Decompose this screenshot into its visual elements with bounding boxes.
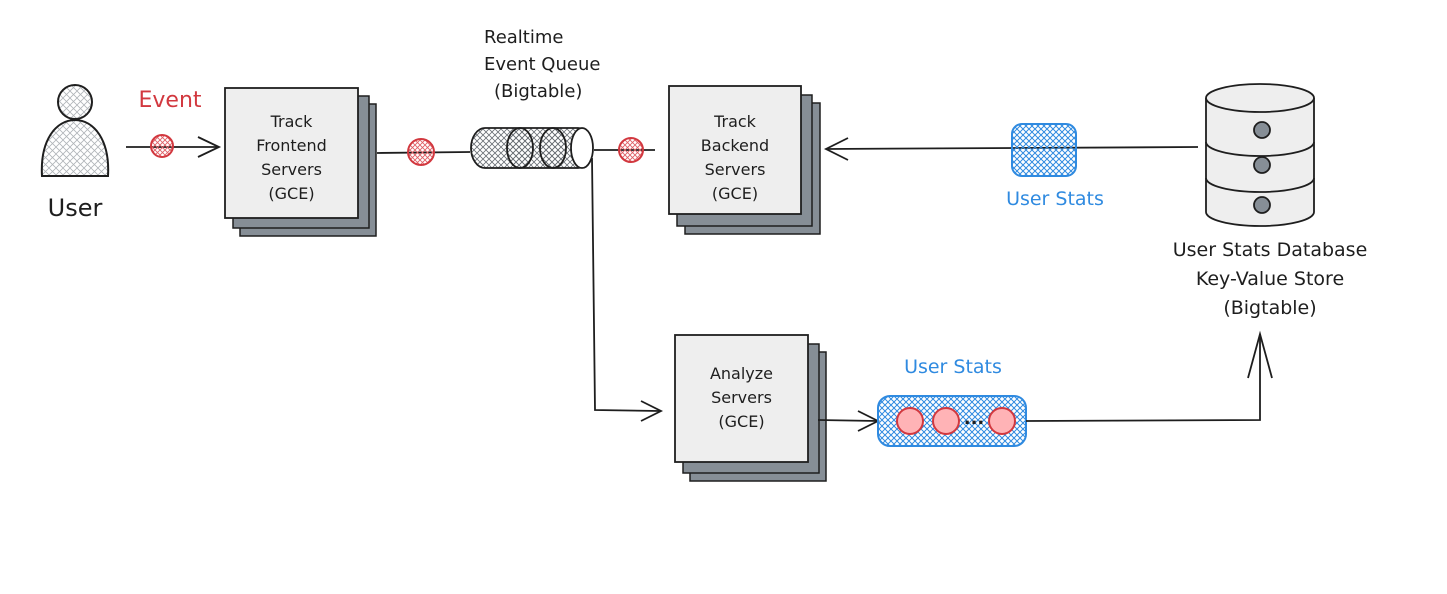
analyze-line: (GCE) — [718, 412, 765, 431]
arrow-queue-to-analyze — [591, 157, 664, 422]
arrow-analyze-to-batch — [817, 410, 881, 432]
track-frontend-server-stack — [224, 87, 377, 237]
database-icon — [1205, 83, 1315, 227]
track-frontend-label: Track Frontend Servers (GCE) — [225, 110, 358, 206]
queue-icon — [470, 127, 594, 169]
user-label: User — [47, 194, 103, 222]
arrow-batch-to-database — [1025, 330, 1273, 422]
event-queue-line: Event Queue — [484, 54, 601, 75]
analyze-line: Servers — [711, 388, 772, 407]
track-backend-server-stack — [668, 85, 821, 235]
database-line: Key-Value Store — [1195, 268, 1345, 290]
event-queue-label: Realtime Event Queue (Bigtable) — [470, 24, 620, 105]
track-backend-line: Backend — [700, 136, 770, 155]
analyze-server-stack — [674, 334, 827, 482]
track-backend-line: (GCE) — [711, 184, 759, 203]
track-backend-line: Track — [714, 112, 756, 131]
database-label: User Stats Database Key-Value Store (Big… — [1140, 236, 1400, 323]
track-frontend-line: Track — [270, 112, 313, 131]
user-stats-packet-icon — [1011, 123, 1077, 177]
event-label: Event — [138, 88, 202, 113]
batch-ellipsis: ... — [963, 408, 985, 429]
user-stats-top-label: User Stats — [1006, 188, 1104, 210]
track-frontend-line: Frontend — [256, 136, 327, 155]
track-frontend-line: (GCE) — [268, 184, 315, 203]
user-stats-bottom-label: User Stats — [904, 356, 1002, 378]
analyze-line: Analyze — [709, 364, 774, 383]
event-queue-line: Realtime — [484, 27, 564, 48]
event-dot-icon — [407, 138, 435, 166]
event-dot-icon — [150, 134, 174, 158]
track-backend-label: Track Backend Servers (GCE) — [669, 110, 801, 206]
database-line: (Bigtable) — [1223, 297, 1317, 319]
analyze-label: Analyze Servers (GCE) — [675, 362, 808, 434]
database-line: User Stats Database — [1172, 239, 1368, 261]
event-queue-line: (Bigtable) — [494, 81, 583, 102]
user-icon — [40, 84, 110, 177]
event-dot-icon — [618, 137, 644, 163]
user-stats-batch-icon — [877, 395, 1027, 447]
track-backend-line: Servers — [704, 160, 766, 179]
track-frontend-line: Servers — [261, 160, 322, 179]
